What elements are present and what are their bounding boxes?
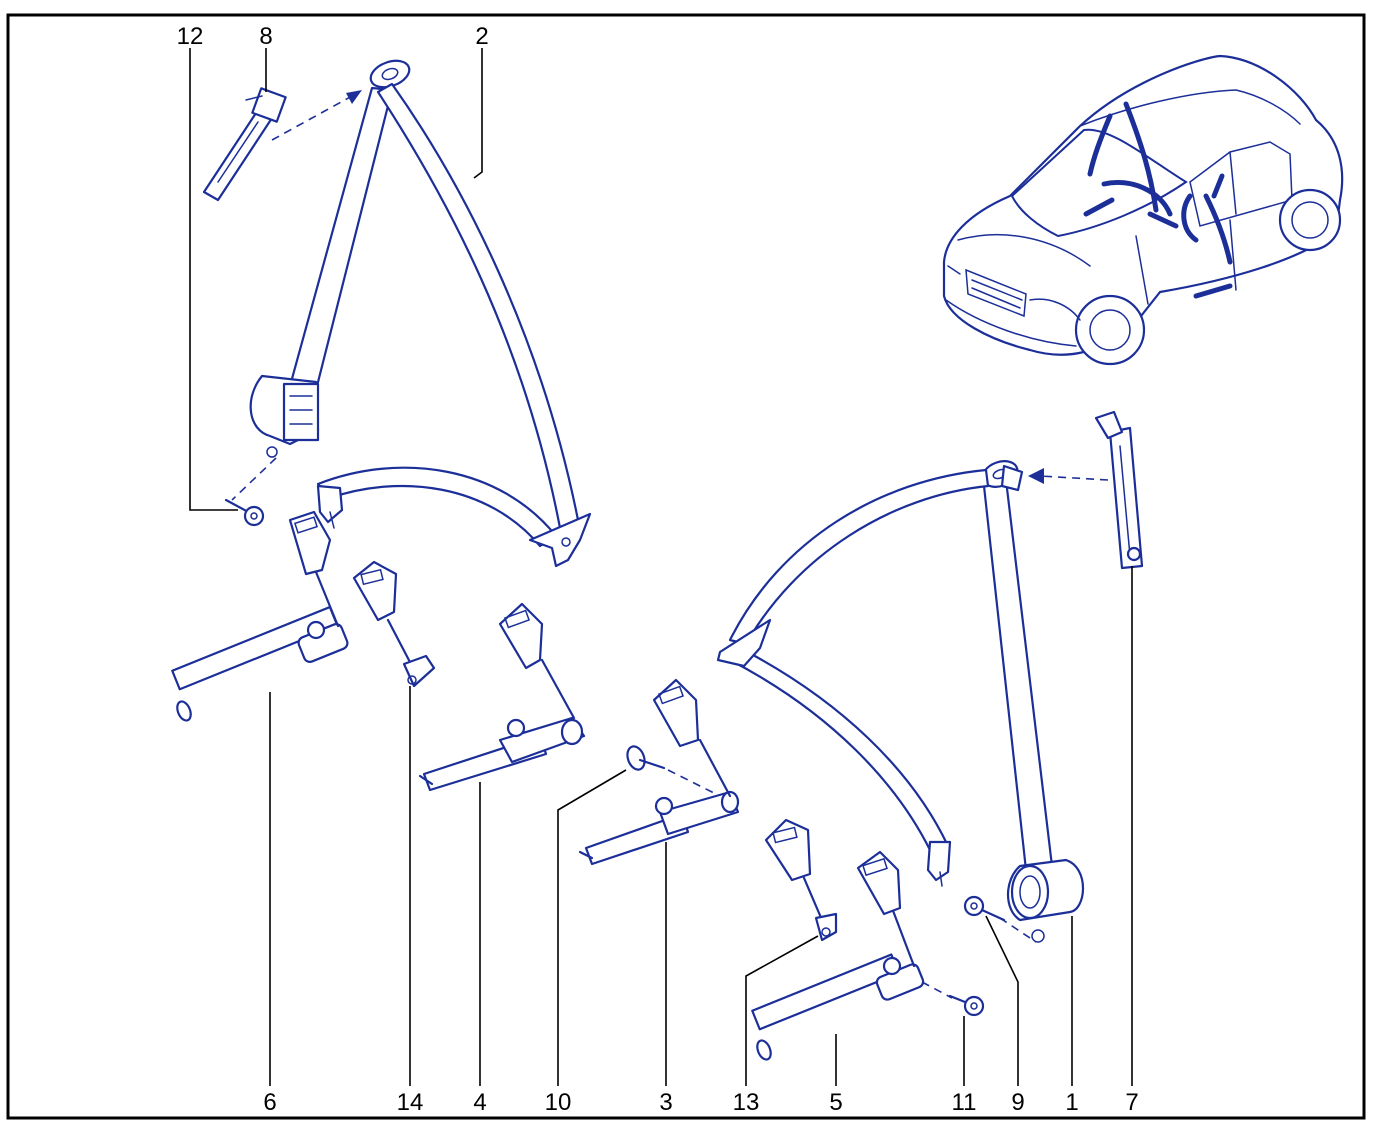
callout-7: 7: [1125, 1089, 1138, 1116]
bolt-12: [224, 498, 265, 527]
buckle-14: [352, 560, 436, 688]
front-right-belt: [716, 460, 1085, 943]
callout-2: 2: [475, 23, 488, 50]
callout-11: 11: [952, 1089, 977, 1116]
leader-lines: [189, 48, 1133, 1086]
callout-10: 10: [545, 1089, 572, 1116]
car-illustration: [942, 54, 1344, 366]
bolt-10: [626, 745, 666, 771]
callout-4: 4: [473, 1089, 486, 1116]
bolt-11: [948, 994, 985, 1017]
height-adjuster-left: [202, 87, 287, 202]
callout-9: 9: [1011, 1089, 1024, 1116]
callout-12: 12: [177, 23, 204, 50]
callout-labels: 12 8 2 6 14 4 10 3 13 5 11 9 1 7: [177, 23, 1139, 1116]
dashed-guide-7: [1039, 475, 1109, 481]
buckle-13: [764, 818, 838, 942]
buckle-stalk-6: [171, 510, 349, 722]
bolt-9: [963, 895, 1006, 922]
callout-5: 5: [829, 1089, 842, 1116]
arrow-head-7: [1028, 468, 1044, 484]
callout-1: 1: [1065, 1089, 1078, 1116]
buckle-stalk-5: [751, 850, 925, 1061]
dashed-guide-11: [921, 981, 953, 999]
dashed-guide-9: [999, 917, 1037, 943]
dashed-guide-10: [667, 769, 717, 795]
buckle-stalk-3: [578, 678, 740, 866]
callout-8: 8: [259, 23, 272, 50]
dashed-guide-12: [231, 457, 277, 501]
callout-6: 6: [263, 1089, 276, 1116]
buckle-stalk-4: [418, 602, 586, 792]
callout-13: 13: [733, 1089, 760, 1116]
arrow-head-8: [346, 90, 362, 104]
dashed-guide-8: [271, 95, 353, 141]
front-left-belt: [249, 59, 592, 568]
callout-3: 3: [659, 1089, 672, 1116]
callout-14: 14: [397, 1089, 424, 1116]
diagram-frame: [6, 13, 1366, 1120]
height-adjuster-right: [1094, 410, 1144, 570]
